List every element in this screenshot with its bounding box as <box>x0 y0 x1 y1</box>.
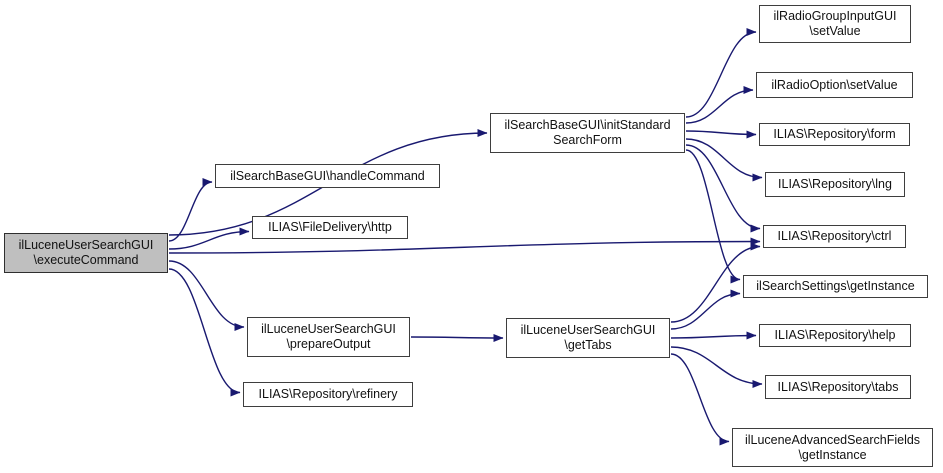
edge-initStandardSearchForm-to-searchSettings <box>685 149 741 284</box>
node-radioOptionSetValue[interactable]: ilRadioOption\setValue <box>756 72 913 98</box>
node-label-line: ILIAS\Repository\tabs <box>777 379 899 394</box>
node-label-line: ILIAS\Repository\form <box>773 127 896 141</box>
node-label-line: ilLuceneUserSearchGUI <box>520 323 656 337</box>
node-label-line: SearchForm <box>553 133 622 147</box>
edge-getTabs-to-repoHelp <box>670 331 757 340</box>
node-label-line: ILIAS\Repository\lng <box>778 177 892 191</box>
node-label-line: ilLuceneUserSearchGUI <box>18 238 154 252</box>
edge-executeCommand-to-http <box>168 227 250 250</box>
node-label-line: ILIAS\Repository\help <box>774 328 896 342</box>
edge-executeCommand-to-refinery <box>168 268 241 397</box>
node-label-line: \getTabs <box>564 338 612 352</box>
node-handleCommand[interactable]: ilSearchBaseGUI\handleCommand <box>215 164 440 188</box>
edge-executeCommand-to-prepareOutput <box>168 260 245 331</box>
edge-initStandardSearchForm-to-radioOptionSetValue <box>685 86 754 124</box>
edge-initStandardSearchForm-to-repoCtrl <box>685 144 761 233</box>
node-label-line: ilSearchBaseGUI\initStandard <box>504 118 671 132</box>
node-repoLng[interactable]: ILIAS\Repository\lng <box>765 172 905 197</box>
node-repoHelp[interactable]: ILIAS\Repository\help <box>759 324 911 347</box>
node-label-line: \getInstance <box>798 447 867 462</box>
node-prepareOutput[interactable]: ilLuceneUserSearchGUI\prepareOutput <box>247 317 410 357</box>
node-refinery[interactable]: ILIAS\Repository\refinery <box>243 382 413 407</box>
node-executeCommand[interactable]: ilLuceneUserSearchGUI\executeCommand <box>4 233 168 273</box>
node-label-line: \executeCommand <box>33 253 139 267</box>
edge-initStandardSearchForm-to-repoForm <box>685 130 757 139</box>
node-label-line: \setValue <box>809 24 861 38</box>
node-label-line: ILIAS\FileDelivery\http <box>268 220 392 234</box>
edge-executeCommand-to-repoCtrl <box>168 237 761 254</box>
node-repoCtrl[interactable]: ILIAS\Repository\ctrl <box>763 225 906 248</box>
node-repoForm[interactable]: ILIAS\Repository\form <box>759 123 910 146</box>
node-label-line: ilSearchBaseGUI\handleCommand <box>230 168 425 183</box>
node-label-line: ilLuceneAdvancedSearchFields <box>744 432 921 447</box>
edge-initStandardSearchForm-to-radioGroupSetValue <box>685 28 757 118</box>
node-http[interactable]: ILIAS\FileDelivery\http <box>252 216 408 239</box>
node-repoTabs[interactable]: ILIAS\Repository\tabs <box>765 375 911 399</box>
edge-getTabs-to-repoTabs <box>670 346 763 388</box>
edge-executeCommand-to-handleCommand <box>168 178 213 242</box>
node-label-line: ilRadioGroupInputGUI <box>773 9 897 23</box>
node-label-line: \prepareOutput <box>286 337 371 351</box>
edge-getTabs-to-repoCtrl <box>670 242 761 323</box>
edge-initStandardSearchForm-to-repoLng <box>685 138 763 182</box>
node-advancedSearchFields[interactable]: ilLuceneAdvancedSearchFields\getInstance <box>732 428 933 467</box>
node-getTabs[interactable]: ilLuceneUserSearchGUI\getTabs <box>506 318 670 358</box>
edge-getTabs-to-advancedSearchFields <box>670 353 730 446</box>
edge-group <box>168 28 763 446</box>
node-label-line: ILIAS\Repository\ctrl <box>777 229 892 243</box>
node-label-line: ilRadioOption\setValue <box>771 77 898 92</box>
node-searchSettings[interactable]: ilSearchSettings\getInstance <box>743 275 928 298</box>
edge-getTabs-to-searchSettings <box>670 289 741 330</box>
edge-prepareOutput-to-getTabs <box>410 333 504 342</box>
node-label-line: ilLuceneUserSearchGUI <box>261 322 396 336</box>
node-radioGroupSetValue[interactable]: ilRadioGroupInputGUI\setValue <box>759 5 911 43</box>
node-label-line: ilSearchSettings\getInstance <box>756 279 915 293</box>
node-label-line: ILIAS\Repository\refinery <box>258 387 398 401</box>
